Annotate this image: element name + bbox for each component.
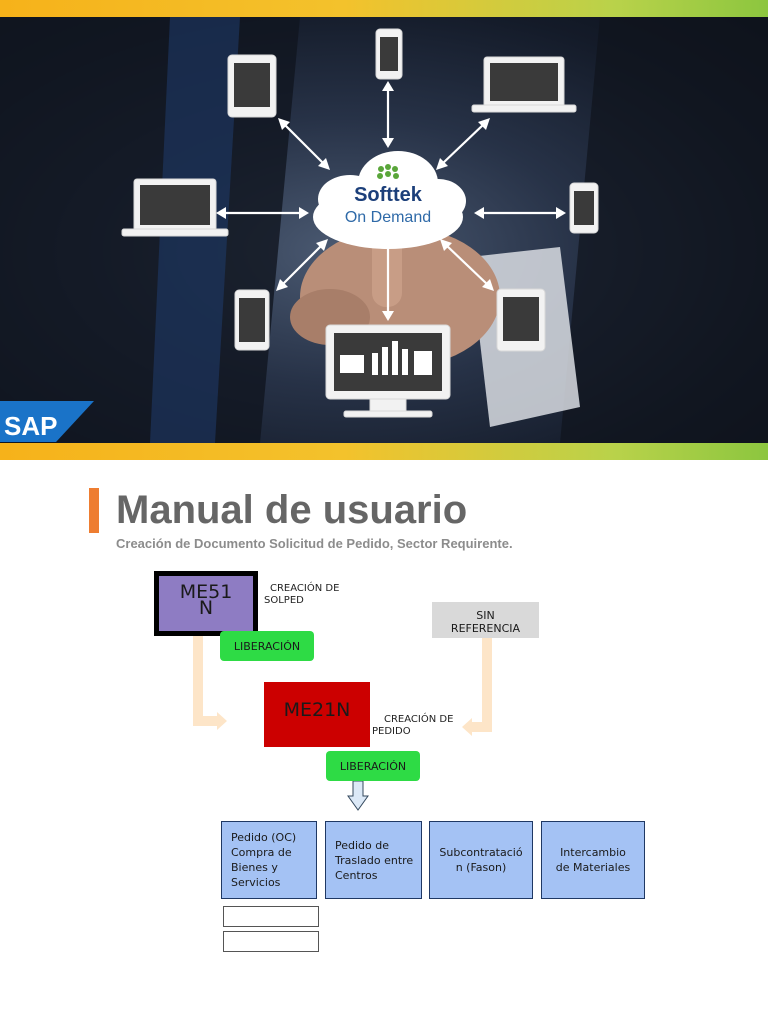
sin-referencia-box: SIN REFERENCIA (432, 602, 539, 638)
on-demand-tagline: On Demand (345, 209, 431, 226)
page-title: Manual de usuario (116, 488, 468, 532)
sub-box-1 (223, 906, 319, 927)
down-arrow-icon (347, 780, 369, 811)
type-label-traslado: Pedido de Traslado entre Centros (335, 838, 414, 882)
sin-referencia-label: SIN REFERENCIA (450, 609, 521, 635)
type-box-traslado[interactable]: Pedido de Traslado entre Centros (325, 821, 422, 899)
softtek-brand: Softtek (354, 184, 423, 206)
me51n-box: ME51 N (154, 571, 258, 636)
sap-logo (0, 401, 94, 442)
me21n-box: ME21N (264, 682, 370, 747)
top-gradient-bar (0, 0, 768, 17)
type-label-subcontratacion: Subcontratació n (Fason) (439, 846, 523, 874)
type-box-subcontratacion[interactable]: Subcontratació n (Fason) (429, 821, 533, 899)
sub-box-2 (223, 931, 319, 952)
sap-logo-text: SAP (4, 411, 57, 441)
me51n-caption: CREACIÓN DE SOLPED (264, 583, 340, 606)
liberacion-button-2[interactable]: LIBERACIÓN (326, 751, 420, 781)
type-box-compra[interactable]: Pedido (OC) Compra de Bienes y Servicios (221, 821, 317, 899)
me21n-caption: CREACIÓN DE PEDIDO (372, 714, 454, 737)
bottom-gradient-bar (0, 443, 768, 460)
liberacion-button-1[interactable]: LIBERACIÓN (220, 631, 314, 661)
type-box-intercambio[interactable]: Intercambio de Materiales (541, 821, 645, 899)
me21n-label: ME21N (283, 699, 351, 721)
type-label-compra: Pedido (OC) Compra de Bienes y Servicios (231, 831, 297, 889)
page-subtitle: Creación de Documento Solicitud de Pedid… (116, 536, 513, 551)
hero-image: Softtek On Demand SAP (0, 17, 768, 443)
title-accent-bar (89, 488, 99, 533)
type-label-intercambio: Intercambio de Materiales (555, 846, 631, 874)
me51n-label: ME51 N (179, 581, 233, 619)
